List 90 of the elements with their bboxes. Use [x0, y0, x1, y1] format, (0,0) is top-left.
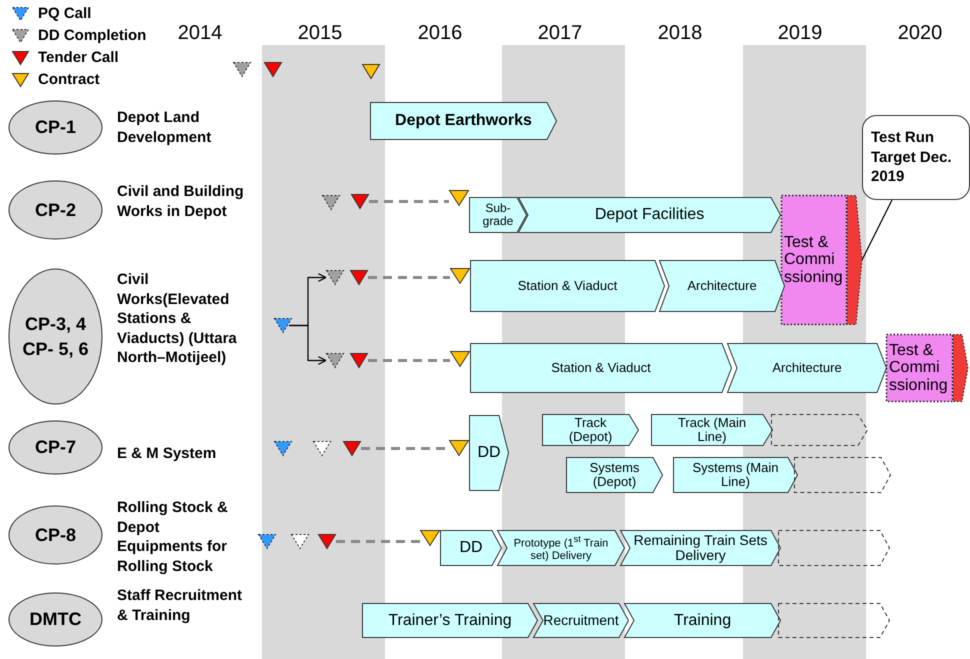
milestone-triangle	[343, 441, 361, 456]
task-label: DD	[476, 444, 502, 462]
task-label: DD	[458, 539, 484, 557]
callout-bubble	[862, 115, 970, 200]
test-commissioning-block	[781, 195, 847, 325]
milestone-triangle	[351, 194, 369, 209]
package-label: CP-7	[34, 436, 77, 460]
legend-label: PQ Call	[38, 5, 92, 22]
package-description: Rolling Stock & Depot Equipments for Rolling Stock	[117, 498, 229, 576]
task-label: Station & Viaduct	[516, 278, 618, 294]
legend-label: Tender Call	[38, 49, 119, 66]
package-label: CP-2	[34, 198, 77, 222]
task-label: Training	[672, 612, 732, 630]
task-label: Systems (Depot)	[588, 460, 640, 490]
contract-package-ellipse	[8, 420, 103, 475]
year-label: 2014	[176, 22, 224, 45]
task-bar	[469, 415, 509, 491]
task-bar	[542, 414, 639, 446]
task-bar	[470, 260, 665, 312]
task-label: Sub- grade	[482, 202, 514, 228]
task-label: Recruitment	[542, 612, 620, 628]
contract-package-ellipse	[8, 180, 103, 240]
package-label: CP-8	[34, 524, 77, 547]
dashed-connector	[336, 540, 420, 543]
milestone-triangle	[326, 270, 344, 285]
task-bar	[370, 102, 557, 140]
task-label: Track (Main Line)	[676, 416, 748, 444]
task-label: Systems (Main Line)	[692, 460, 780, 490]
planned-task-outline	[771, 414, 868, 446]
callout-text: Test Run Target Dec. 2019	[871, 128, 953, 187]
planned-task-outline	[778, 603, 890, 638]
package-description: Depot Land Development	[117, 108, 212, 147]
dashed-connector	[368, 276, 450, 279]
task-bar	[533, 603, 629, 638]
dashed-connector	[368, 359, 450, 362]
year-label: 2016	[416, 22, 464, 45]
year-label: 2019	[776, 22, 824, 45]
milestone-triangle	[350, 270, 368, 285]
phase-label: Test & Commi ssioning	[784, 234, 844, 286]
milestone-triangle	[318, 534, 336, 549]
package-description: Civil Works(Elevated Stations & Viaducts) (Uttara North–Motijeel)	[117, 270, 238, 368]
milestone-triangle	[274, 318, 292, 333]
package-description: E & M System	[117, 444, 218, 464]
task-bar	[470, 343, 732, 393]
task-label: Architecture	[771, 360, 843, 376]
task-bar	[727, 343, 887, 393]
task-bar	[659, 260, 785, 312]
legend-label: Contract	[38, 71, 100, 88]
year-label: 2020	[896, 22, 944, 45]
arrow	[289, 324, 327, 366]
year-label: 2015	[296, 22, 344, 45]
contract-package-ellipse	[8, 592, 103, 647]
contract-package-ellipse	[8, 268, 103, 405]
contract-package-ellipse	[8, 505, 103, 565]
year-label: 2018	[656, 22, 704, 45]
milestone-triangle	[449, 190, 469, 206]
milestone-triangle	[450, 351, 470, 367]
package-label: DMTC	[28, 608, 82, 632]
package-description: Staff Recruitment & Training	[117, 586, 244, 625]
test-commissioning-block	[886, 334, 953, 402]
contract-package-ellipse	[8, 100, 103, 155]
milestone-triangle	[450, 268, 470, 284]
package-description: Civil and Building Works in Depot	[117, 182, 245, 221]
package-label: CP-1	[34, 116, 77, 140]
task-label: Track (Depot)	[568, 416, 614, 444]
task-label: Architecture	[686, 278, 758, 294]
task-label: Station & Viaduct	[550, 360, 652, 376]
task-bar	[362, 603, 538, 638]
legend-label: DD Completion	[38, 27, 146, 44]
task-bar	[620, 530, 781, 566]
planned-task-outline	[778, 530, 890, 566]
task-bar	[673, 457, 798, 493]
task-bar	[624, 603, 781, 638]
milestone-triangle	[449, 440, 469, 456]
task-bar	[566, 457, 663, 493]
task-label: Depot Facilities	[594, 206, 706, 224]
task-label: Depot Earthworks	[394, 112, 533, 130]
milestone-triangle	[420, 530, 440, 546]
milestone-triangle	[326, 353, 344, 368]
task-label: Remaining Train Sets Delivery	[632, 532, 768, 564]
milestone-triangle	[350, 353, 368, 368]
package-label: CP-3, 4 CP- 5, 6	[21, 313, 90, 360]
planned-task-outline	[794, 457, 891, 493]
phase-label: Test & Commi ssioning	[889, 342, 949, 394]
task-bar	[651, 414, 773, 446]
task-label: Trainer’s Training	[387, 612, 513, 630]
task-bar	[440, 530, 502, 566]
year-label: 2017	[536, 22, 584, 45]
task-label: Prototype (1$^{st}$ Train set) Delivery	[512, 534, 610, 562]
task-bar	[469, 197, 527, 233]
